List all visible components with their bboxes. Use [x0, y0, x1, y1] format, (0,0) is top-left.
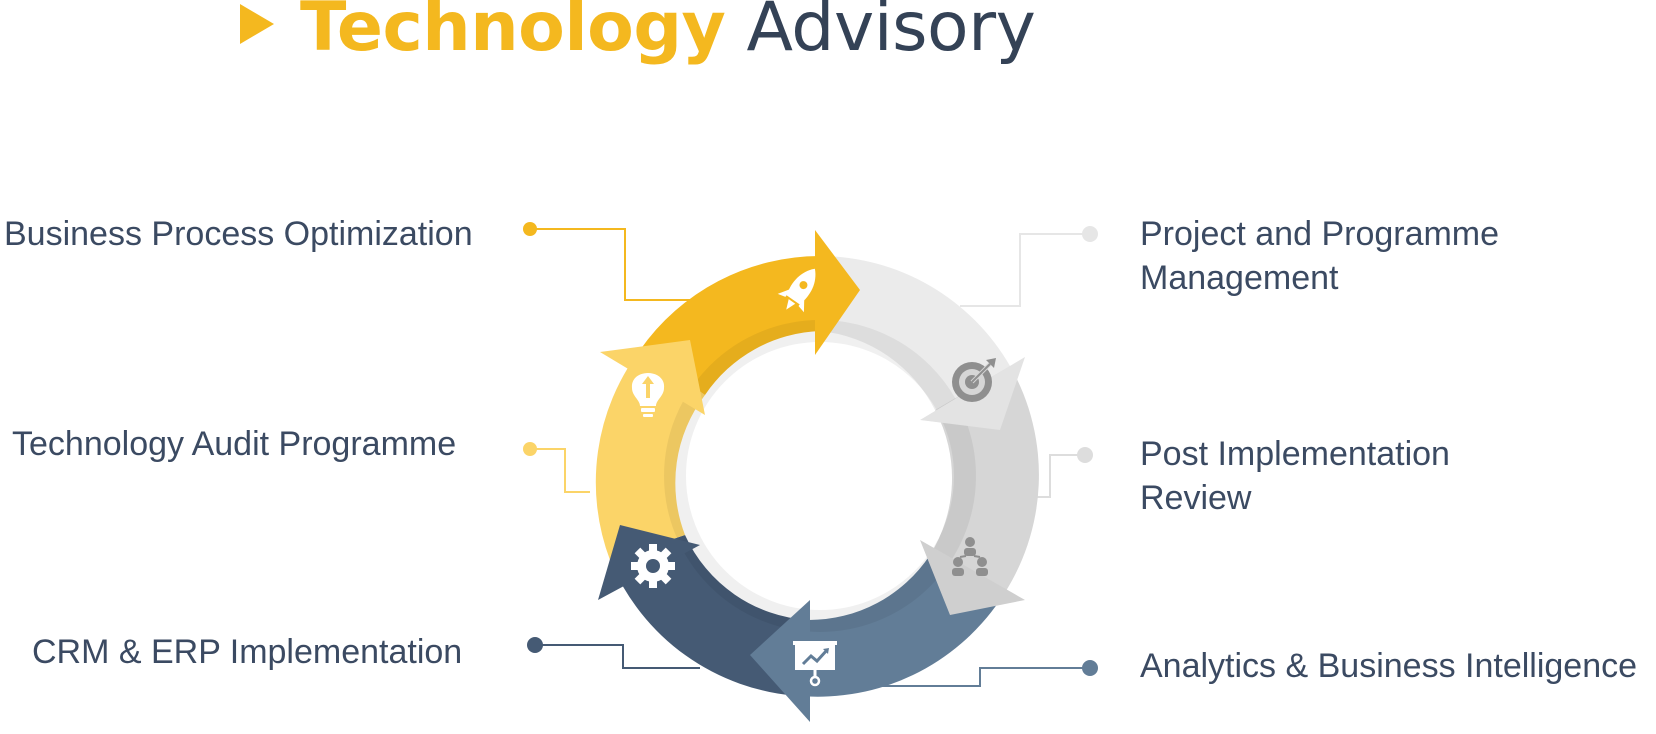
label-project-programme: Project and Programme Management [1140, 212, 1499, 300]
brain-bulb-icon [631, 373, 665, 417]
dot-analytics [1082, 660, 1098, 676]
label-business-process: Business Process Optimization [4, 215, 473, 253]
label-post-implementation-line1: Post Implementation [1140, 435, 1450, 473]
connector-post-implementation [1030, 454, 1085, 498]
gear-icon [631, 544, 675, 588]
connector-crm-erp [535, 644, 700, 669]
page-title-strong: Technology [300, 0, 726, 67]
team-icon [952, 537, 988, 576]
dot-post-implementation [1077, 447, 1093, 463]
dot-technology-audit [523, 442, 537, 456]
label-analytics: Analytics & Business Intelligence [1140, 647, 1638, 685]
connector-technology-audit [530, 448, 590, 493]
target-icon [952, 358, 996, 402]
cycle-ring [595, 230, 1039, 722]
arrowhead-yellow [815, 230, 860, 355]
label-post-implementation-line2: Review [1140, 479, 1252, 517]
connector-analytics [880, 667, 1090, 687]
label-post-implementation: Post Implementation Review [1140, 432, 1450, 520]
label-project-programme-line2: Management [1140, 259, 1339, 297]
segment-technology-audit [595, 350, 705, 560]
presentation-chart-icon [793, 641, 837, 687]
connector-project-programme [960, 233, 1090, 307]
dot-project-programme [1082, 226, 1098, 242]
page-title: Technology Advisory [300, 0, 1036, 67]
title-arrow-icon [240, 4, 274, 44]
label-project-programme-line1: Project and Programme [1140, 215, 1500, 253]
dot-business-process [523, 222, 537, 236]
connector-business-process [530, 228, 690, 301]
dot-crm-erp [527, 637, 543, 653]
label-crm-erp: CRM & ERP Implementation [32, 633, 463, 671]
label-technology-audit: Technology Audit Programme [12, 425, 457, 463]
arrowhead-mid-gray [920, 540, 1025, 615]
arrowhead-slate [750, 600, 810, 722]
rocket-icon [777, 268, 816, 313]
page-title-light: Advisory [746, 0, 1036, 67]
